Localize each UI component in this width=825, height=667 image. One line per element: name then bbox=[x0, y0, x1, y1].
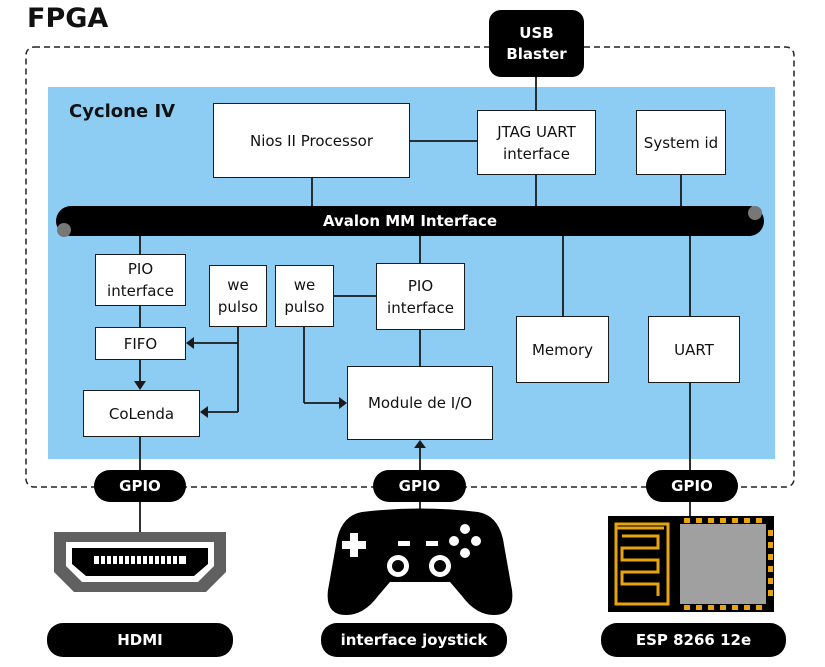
jtag-uart-block: JTAG UART interface bbox=[477, 110, 596, 175]
pio-interface-mid-block: PIO interface bbox=[376, 263, 465, 330]
gamepad-icon bbox=[327, 508, 513, 615]
usb-blaster-line2: Blaster bbox=[506, 44, 567, 63]
pio-left-line1: PIO bbox=[127, 260, 154, 278]
uart-block: UART bbox=[648, 316, 740, 383]
module-io-block: Module de I/O bbox=[347, 366, 493, 440]
hdmi-port-icon bbox=[54, 532, 226, 592]
esp8266-label-pill: ESP 8266 12e bbox=[601, 623, 786, 657]
joystick-label-pill: interface joystick bbox=[321, 623, 507, 657]
avalon-bus bbox=[56, 206, 764, 236]
fpga-title: FPGA bbox=[27, 3, 109, 34]
jtag-uart-line1: JTAG UART bbox=[497, 122, 576, 141]
nios-ii-processor-block: Nios II Processor bbox=[213, 103, 410, 178]
we-pulso-left-line1: we bbox=[227, 276, 249, 294]
we-pulso-mid-line1: we bbox=[293, 276, 316, 294]
colenda-block: CoLenda bbox=[83, 390, 200, 437]
pio-mid-line1: PIO bbox=[407, 276, 434, 295]
pio-mid-line2: interface bbox=[387, 298, 454, 317]
gpio-mid-pill: GPIO bbox=[373, 470, 466, 502]
pio-left-line2: interface bbox=[107, 282, 174, 300]
usb-blaster-block: USB Blaster bbox=[489, 10, 584, 77]
we-pulso-left-block: we pulso bbox=[209, 265, 267, 327]
fifo-block: FIFO bbox=[95, 327, 186, 360]
gpio-left-pill: GPIO bbox=[94, 470, 186, 502]
avalon-bus-label: Avalon MM Interface bbox=[322, 212, 498, 230]
fpga-frame bbox=[25, 46, 795, 488]
esp8266-module-icon bbox=[608, 516, 774, 612]
we-pulso-mid-line2: pulso bbox=[284, 298, 325, 316]
we-pulso-mid-block: we pulso bbox=[275, 265, 334, 327]
memory-block: Memory bbox=[516, 316, 609, 383]
pio-interface-left-block: PIO interface bbox=[95, 254, 186, 306]
hdmi-label-pill: HDMI bbox=[47, 623, 233, 657]
jtag-uart-line2: interface bbox=[503, 144, 570, 163]
system-id-block: System id bbox=[636, 110, 726, 175]
gpio-right-pill: GPIO bbox=[646, 470, 738, 502]
usb-blaster-line1: USB bbox=[519, 23, 554, 42]
we-pulso-left-line2: pulso bbox=[217, 298, 259, 316]
cyclone-iv-label: Cyclone IV bbox=[69, 101, 176, 122]
